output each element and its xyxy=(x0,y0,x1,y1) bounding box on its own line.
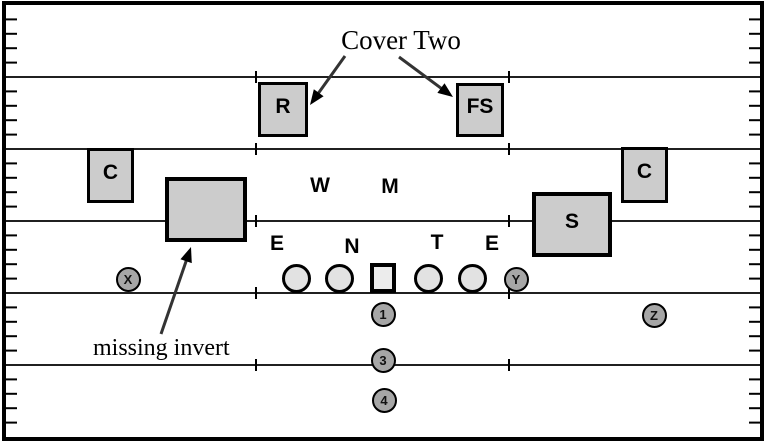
offense-player-1: 1 xyxy=(370,301,396,327)
offense-player-4: 4 xyxy=(371,387,397,413)
defense-box-label: S xyxy=(564,209,579,233)
defense-box-C: C xyxy=(621,147,668,203)
cover-two-arrow-left-head xyxy=(310,89,324,105)
offense-lineman-3 xyxy=(457,263,487,293)
offense-lineman-0 xyxy=(281,263,311,293)
offense-lineman-1 xyxy=(324,263,354,293)
defense-letter-T-4: T xyxy=(430,231,444,254)
cover-two-label: Cover Two xyxy=(341,25,461,55)
offense-player-Z: Z xyxy=(641,302,667,328)
missing-invert-box xyxy=(165,177,247,242)
offense-player-Y: Y xyxy=(503,266,529,292)
defense-letter-N-3: N xyxy=(344,235,360,258)
defense-letter-W-0: W xyxy=(310,174,330,197)
defense-letter-M-1: M xyxy=(381,175,399,198)
defense-box-label: C xyxy=(636,160,653,183)
missing-invert-arrow-head xyxy=(180,247,192,264)
cover-two-arrow-left xyxy=(314,55,347,99)
missing-invert-label: missing invert xyxy=(93,335,230,361)
defense-letter-E-2: E xyxy=(269,232,285,255)
offense-lineman-2 xyxy=(413,263,443,293)
defense-letter-E-5: E xyxy=(484,232,500,255)
defense-box-label: C xyxy=(102,160,119,184)
cover-two-arrow-right-head xyxy=(437,83,453,97)
defense-box-label: FS xyxy=(466,95,494,118)
cover-two-arrow-right xyxy=(398,55,447,93)
missing-invert-arrow xyxy=(159,255,190,335)
defense-box-label: R xyxy=(275,94,291,118)
defense-box-FS: FS xyxy=(456,83,504,137)
offense-center-square xyxy=(370,263,396,293)
defense-box-C: C xyxy=(87,148,134,203)
defense-box-S: S xyxy=(532,192,612,257)
defense-box-R: R xyxy=(258,82,308,137)
offense-player-X: X xyxy=(115,266,141,292)
offense-player-3: 3 xyxy=(370,347,396,373)
